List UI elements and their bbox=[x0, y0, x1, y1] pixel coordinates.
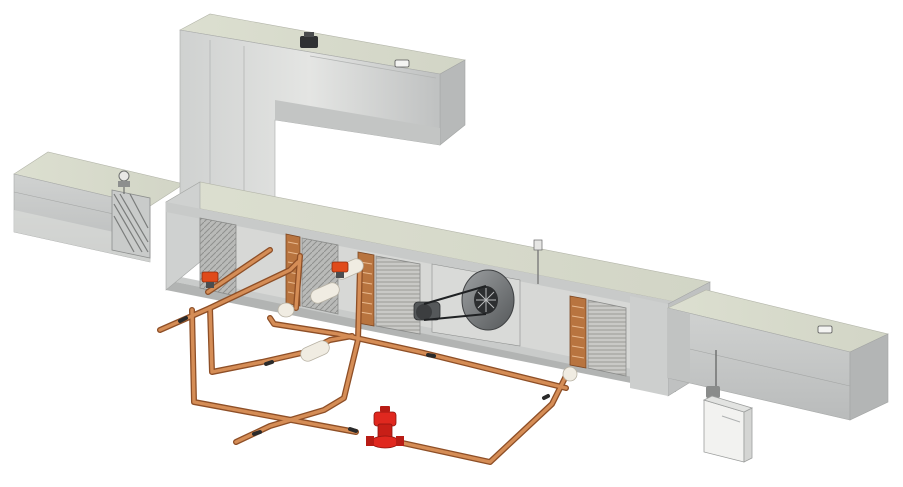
reheat-coil bbox=[569, 295, 627, 377]
damper bbox=[111, 189, 151, 259]
control-valve bbox=[201, 261, 349, 288]
cooling-coil bbox=[357, 251, 421, 335]
valve-actuator-icon-2 bbox=[331, 261, 349, 278]
supply-duct-sensor-icon bbox=[817, 325, 833, 334]
temperature-sensor bbox=[533, 239, 543, 284]
return-duct bbox=[13, 151, 185, 263]
supply-duct bbox=[667, 289, 889, 421]
fan-motor-icon bbox=[413, 285, 487, 321]
circulation-pump bbox=[366, 406, 404, 449]
sensor-icon bbox=[533, 239, 543, 284]
valve-actuator-icon bbox=[201, 271, 219, 288]
fan-icon bbox=[461, 269, 515, 331]
damper-actuator-icon bbox=[118, 170, 130, 194]
humidifier bbox=[702, 350, 754, 463]
copper-piping bbox=[157, 247, 571, 465]
duct-sensor-icon bbox=[300, 32, 318, 48]
return-riser-duct bbox=[179, 13, 466, 201]
humidifier-icon bbox=[702, 386, 754, 463]
duct-sensor-small-icon bbox=[394, 59, 410, 68]
pump-icon bbox=[366, 406, 404, 449]
supply-fan bbox=[413, 263, 521, 347]
